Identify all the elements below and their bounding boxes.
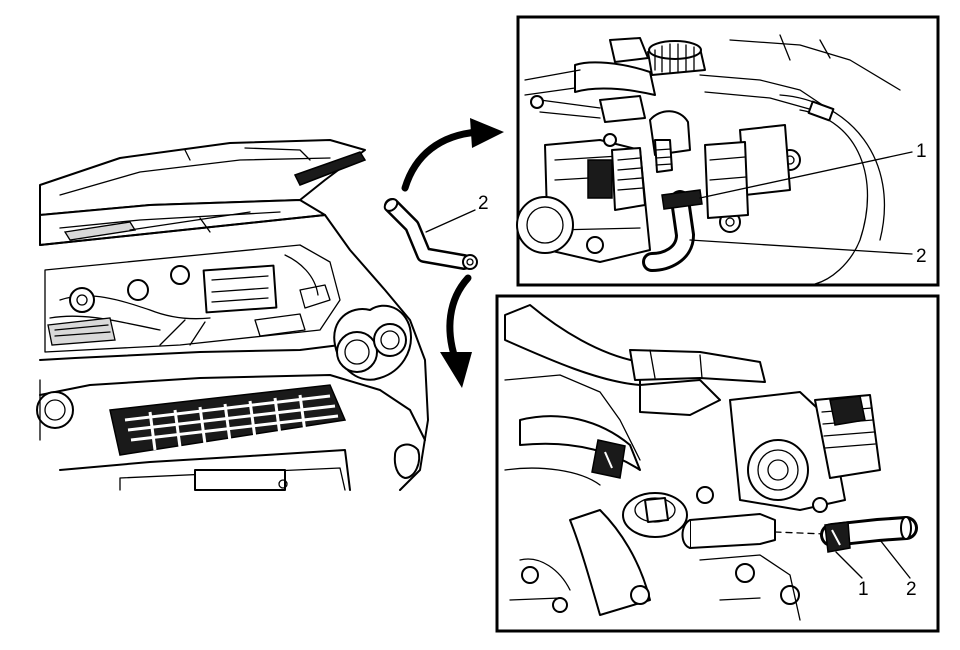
bottom-inset-detail bbox=[495, 294, 940, 633]
coolant-hose-icon bbox=[383, 198, 478, 270]
engine-bay bbox=[44, 244, 341, 353]
top-inset-callout-2: 2 bbox=[916, 246, 927, 267]
bottom-inset-callout-2: 2 bbox=[906, 579, 917, 600]
top-inset-hose bbox=[642, 189, 703, 272]
filler-cap bbox=[622, 492, 688, 538]
reservoir-cap bbox=[647, 40, 706, 76]
bottom-inset-callout-1: 1 bbox=[858, 579, 869, 600]
top-inset-callout-1: 1 bbox=[916, 141, 927, 162]
throttle-body-bottom bbox=[729, 391, 881, 513]
front-grille bbox=[109, 384, 347, 456]
vehicle-overview bbox=[36, 139, 429, 491]
car-body-outline bbox=[39, 214, 429, 491]
headlamp bbox=[333, 304, 412, 381]
curved-arrow-bottom bbox=[440, 274, 472, 388]
throttle-body bbox=[516, 133, 651, 263]
top-inset-detail bbox=[516, 15, 940, 287]
bottom-inset-hose bbox=[820, 516, 918, 553]
hose-callout-2: 2 bbox=[478, 193, 489, 214]
eng-hose-clamp bbox=[591, 439, 626, 479]
curved-arrow-top bbox=[401, 118, 504, 192]
